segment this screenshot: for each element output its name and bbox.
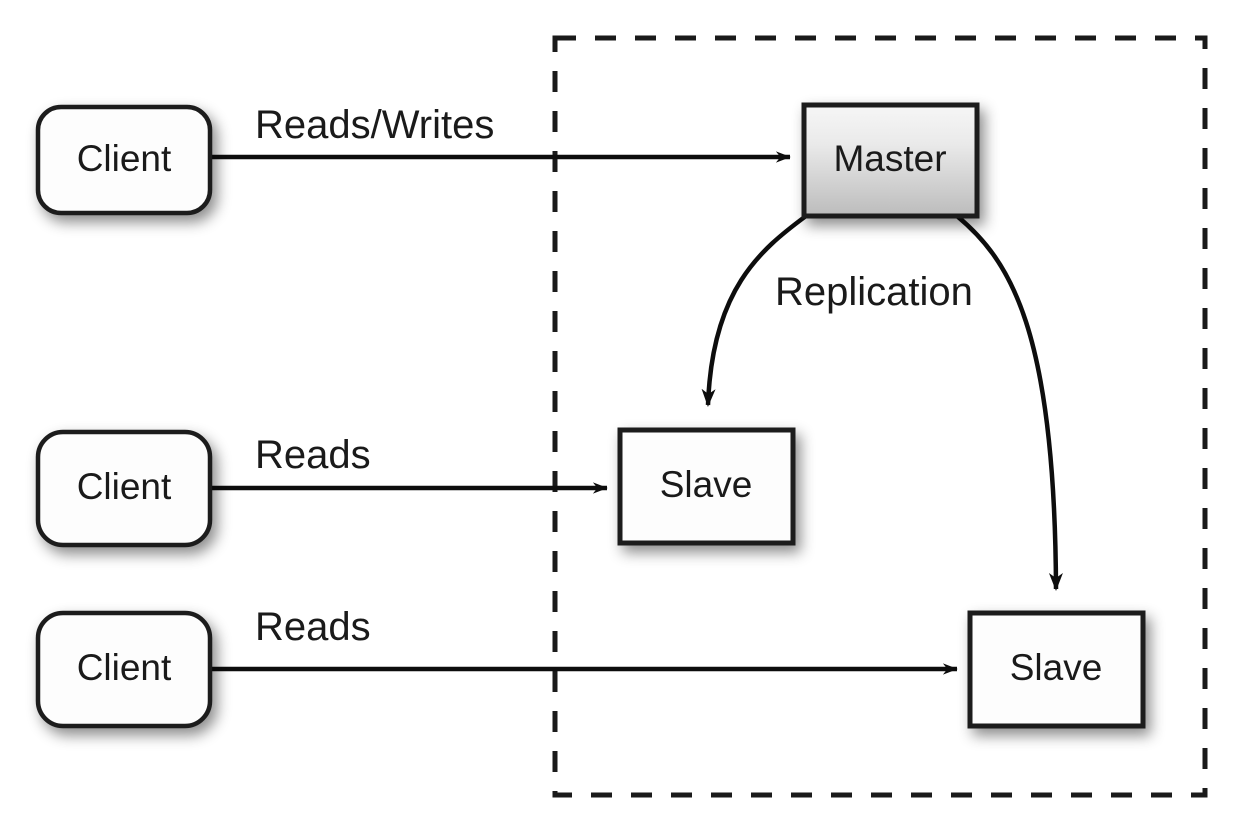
database-cluster-boundary — [552, 35, 1208, 798]
slave-1-box[interactable] — [617, 427, 796, 546]
client-2-label: Client — [77, 466, 172, 507]
edge-label-replication: Replication — [775, 270, 973, 314]
client-1-label: Client — [77, 138, 172, 179]
node-master[interactable]: Master — [801, 102, 980, 219]
node-client-1[interactable]: Client — [35, 104, 213, 216]
client-3-box[interactable] — [35, 610, 213, 729]
slave-2-box[interactable] — [967, 610, 1146, 729]
client-2-box[interactable] — [35, 429, 213, 548]
slave-1-label: Slave — [660, 464, 753, 505]
edge-label-reads-2: Reads — [255, 605, 371, 649]
edge-master-slave2-curve — [955, 214, 1063, 591]
node-slave-2[interactable]: Slave — [967, 610, 1146, 729]
master-label: Master — [833, 138, 946, 179]
master-box[interactable] — [801, 102, 980, 219]
slave-2-label: Slave — [1010, 647, 1103, 688]
edge-label-reads-writes: Reads/Writes — [255, 103, 494, 147]
node-client-3[interactable]: Client — [35, 610, 213, 729]
client-3-label: Client — [77, 647, 172, 688]
edge-label-reads-1: Reads — [255, 433, 371, 477]
node-slave-1[interactable]: Slave — [617, 427, 796, 546]
client-1-box[interactable] — [35, 104, 213, 216]
edge-master-slave1-curve — [701, 214, 808, 407]
node-client-2[interactable]: Client — [35, 429, 213, 548]
